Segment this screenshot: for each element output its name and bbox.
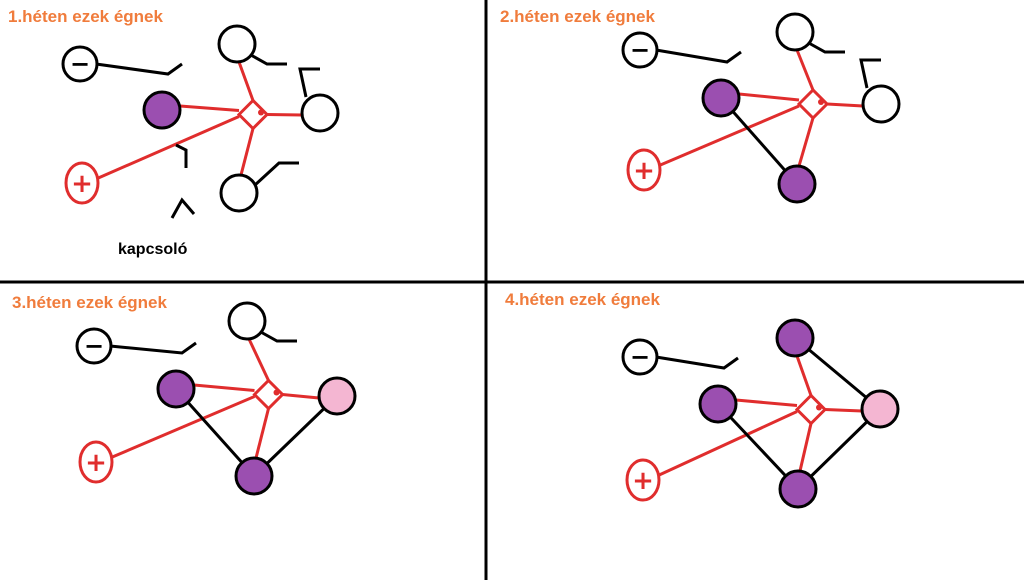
positive-symbol: + xyxy=(632,466,654,496)
plus-terminal-icon xyxy=(64,161,100,205)
red-wire xyxy=(798,423,813,472)
lamp-right xyxy=(861,84,901,124)
red-wire xyxy=(179,104,240,112)
red-wire xyxy=(656,410,798,478)
negative-symbol: − xyxy=(70,50,90,78)
switch-label: kapcsoló xyxy=(118,241,188,258)
minus-terminal-icon xyxy=(61,45,99,83)
lamp-bottom xyxy=(777,164,817,204)
caret-up-icon xyxy=(170,197,196,219)
black-wire xyxy=(95,62,183,76)
positive-symbol: + xyxy=(85,448,107,478)
switch-stub xyxy=(298,67,320,98)
negative-symbol: − xyxy=(630,36,650,64)
panel-title: 4.héten ezek égnek xyxy=(505,290,661,309)
red-wire xyxy=(795,49,815,91)
lamp-bottom xyxy=(219,173,259,213)
junction-dot xyxy=(258,109,264,116)
red-wire xyxy=(657,104,800,168)
plus-terminal-icon xyxy=(78,440,114,484)
positive-symbol: + xyxy=(633,156,655,186)
lamp-right xyxy=(860,389,900,429)
switch-stub xyxy=(248,52,287,66)
switch-stub xyxy=(175,143,188,168)
lamp-left xyxy=(698,384,738,424)
red-wire xyxy=(109,395,256,460)
red-wire xyxy=(738,92,800,102)
red-wire xyxy=(254,408,270,459)
red-wire xyxy=(797,117,815,167)
red-wire xyxy=(735,398,798,407)
lamp-left xyxy=(142,90,182,130)
week-panel-3: 3.héten ezek égnek − + xyxy=(12,293,357,496)
switch-stub xyxy=(859,58,881,89)
week-panel-1: 1.héten ezek égnek − + kapcsoló xyxy=(8,7,340,258)
week-panel-4: 4.héten ezek égnek − + xyxy=(505,290,900,509)
black-wire xyxy=(655,355,739,370)
red-wire xyxy=(247,338,270,382)
red-wire xyxy=(824,408,863,413)
lamp-top xyxy=(227,301,267,341)
negative-symbol: − xyxy=(84,332,104,360)
panel-title: 2.héten ezek égnek xyxy=(500,7,656,26)
lamp-left xyxy=(156,369,196,409)
junction-dot xyxy=(816,404,822,411)
week-panel-2: 2.héten ezek égnek − + xyxy=(500,7,901,204)
black-wire xyxy=(109,341,197,355)
switch-stub xyxy=(258,329,297,343)
red-wire xyxy=(95,115,240,181)
red-wire xyxy=(282,393,320,400)
lamp-top xyxy=(775,318,815,358)
red-wire xyxy=(237,61,255,102)
minus-terminal-icon xyxy=(621,31,659,69)
red-wire xyxy=(239,128,255,176)
black-wire xyxy=(655,48,742,64)
switch-stub xyxy=(253,161,299,187)
lamp-top xyxy=(217,24,257,64)
lamp-right xyxy=(300,93,340,133)
lamp-left xyxy=(701,78,741,118)
positive-symbol: + xyxy=(71,169,93,199)
red-wire xyxy=(266,113,303,117)
plus-terminal-icon xyxy=(626,148,662,192)
red-wire xyxy=(826,102,864,108)
minus-terminal-icon xyxy=(621,338,659,376)
lamp-top xyxy=(775,12,815,52)
red-wire xyxy=(193,383,255,392)
negative-symbol: − xyxy=(630,343,650,371)
lamp-bottom xyxy=(234,456,274,496)
junction-dot xyxy=(273,389,280,396)
panel-title: 1.héten ezek égnek xyxy=(8,7,164,26)
junction-dot xyxy=(818,99,824,105)
red-wire xyxy=(795,355,813,397)
minus-terminal-icon xyxy=(75,327,113,365)
switch-stub xyxy=(806,40,845,54)
panel-title: 3.héten ezek égnek xyxy=(12,293,168,312)
lamp-bottom xyxy=(778,469,818,509)
lamp-right xyxy=(317,376,357,416)
plus-terminal-icon xyxy=(625,458,661,502)
